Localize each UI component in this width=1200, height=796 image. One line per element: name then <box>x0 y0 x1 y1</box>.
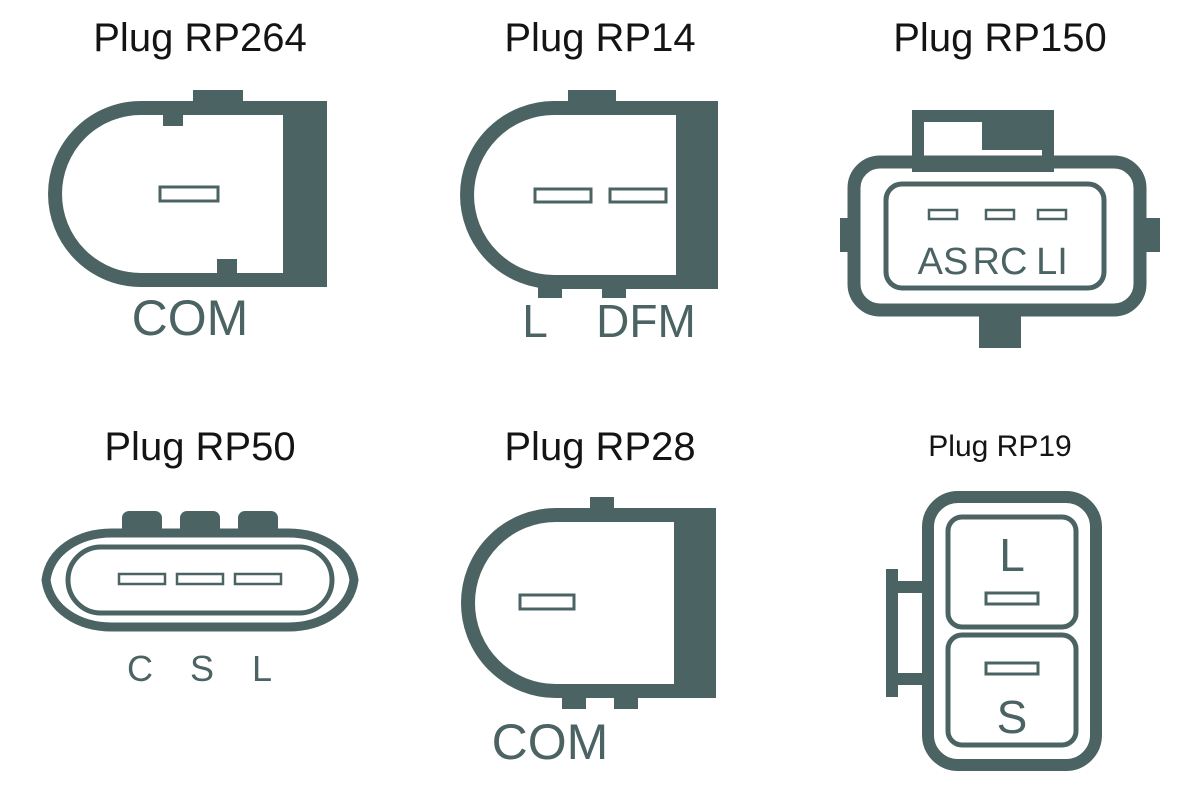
rp150-pin-slot-rc <box>984 208 1016 221</box>
rp50-pin-slot-s <box>175 572 225 586</box>
rp50-connector-diagram: C S L <box>41 511 359 689</box>
plug-title-rp28: Plug RP28 <box>504 425 696 469</box>
rp150-pin-label-as: AS <box>918 241 969 283</box>
rp19-pin-label-s: S <box>997 691 1028 743</box>
rp150-housing-outline <box>847 155 1147 317</box>
plug-title-rp50: Plug RP50 <box>104 425 296 469</box>
rp14-right-body-bar <box>676 101 718 289</box>
rp150-connector-diagram: AS RC LI <box>840 110 1160 348</box>
plug-card-rp50: Plug RP50 C S L <box>0 398 400 796</box>
rp19-mounting-bracket <box>886 569 922 697</box>
rp14-housing-outline <box>460 101 702 289</box>
rp28-bottom-tab-left <box>562 687 586 709</box>
rp14-pin-label-dfm: DFM <box>596 295 696 347</box>
rp19-pin-label-l: L <box>999 529 1025 581</box>
rp14-pin-label-l: L <box>522 295 548 347</box>
rp150-right-side-tab <box>1144 218 1160 252</box>
rp50-pin-label-s: S <box>190 648 214 689</box>
rp28-pin-slot-com <box>518 593 576 611</box>
rp19-housing-outline <box>922 491 1102 771</box>
rp19-pin-slot-s <box>984 661 1040 676</box>
plug-title-rp150: Plug RP150 <box>893 16 1107 60</box>
rp50-pin-label-l: L <box>252 648 272 689</box>
rp28-housing-outline <box>461 508 700 698</box>
rp150-bottom-tab <box>979 316 1021 348</box>
plug-card-rp264: Plug RP264 COM <box>0 0 400 398</box>
rp28-right-body-bar <box>674 508 716 698</box>
rp264-right-body-bar <box>283 101 327 287</box>
plug-card-rp14: Plug RP14 L DFM <box>400 0 800 398</box>
rp19-top-cavity-outline <box>945 514 1079 630</box>
rp264-bottom-notch <box>217 259 237 273</box>
rp19-bottom-cavity-outline <box>945 632 1079 748</box>
plug-title-rp264: Plug RP264 <box>93 16 307 60</box>
rp150-pin-slot-li <box>1036 208 1068 221</box>
plug-card-rp19: Plug RP19 L S <box>800 398 1200 796</box>
rp50-pin-slot-l <box>233 572 283 586</box>
plug-title-rp14: Plug RP14 <box>504 16 696 60</box>
rp150-pin-label-rc: RC <box>973 241 1028 283</box>
rp14-connector-diagram: L DFM <box>460 90 718 347</box>
rp50-pin-slot-c <box>117 572 167 586</box>
rp28-pin-label-com: COM <box>492 714 609 770</box>
plug-card-rp28: Plug RP28 COM <box>400 398 800 796</box>
rp14-bottom-notch-left <box>538 276 562 298</box>
rp28-bottom-tab-right <box>614 687 638 709</box>
rp14-pin-slot-dfm <box>608 187 668 204</box>
rp150-pin-label-li: LI <box>1036 241 1068 283</box>
rp264-connector-diagram: COM <box>48 90 327 346</box>
rp28-connector-diagram: COM <box>461 497 716 770</box>
rp50-pin-label-c: C <box>127 648 153 689</box>
rp150-inner-shroud-outline <box>883 181 1107 291</box>
rp19-pin-slot-l <box>984 591 1040 606</box>
rp264-top-notch <box>163 112 183 126</box>
rp50-housing-outline <box>41 528 359 632</box>
rp150-pin-slot-as <box>927 208 959 221</box>
rp19-connector-diagram: L S <box>886 491 1102 771</box>
rp50-inner-shroud-outline <box>65 544 335 616</box>
rp14-bottom-notch-right <box>602 276 626 298</box>
rp264-pin-label-com: COM <box>132 290 249 346</box>
plug-card-rp150: Plug RP150 AS RC LI <box>800 0 1200 398</box>
rp150-top-tab-lock-block <box>982 116 1042 150</box>
rp264-pin-slot-com <box>158 185 220 203</box>
rp14-pin-slot-l <box>533 187 593 204</box>
plug-title-rp19: Plug RP19 <box>928 430 1072 463</box>
rp264-housing-outline <box>48 101 310 287</box>
